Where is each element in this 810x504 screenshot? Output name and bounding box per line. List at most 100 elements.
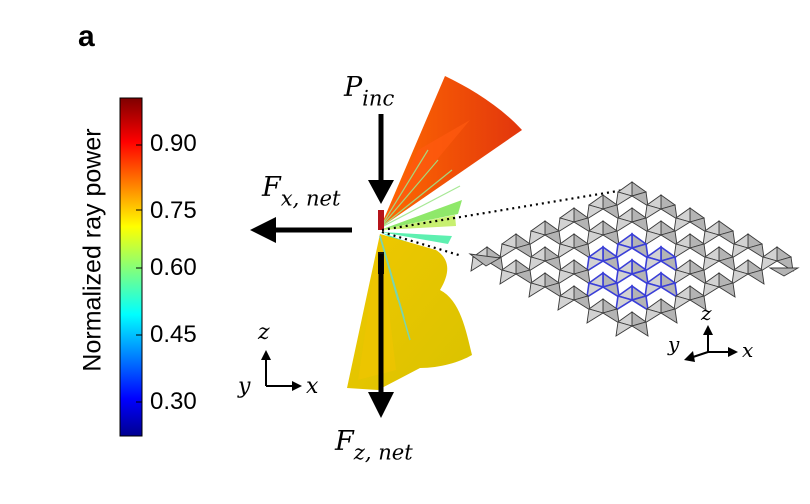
lattice-facet — [760, 256, 779, 272]
lattice-cell — [615, 311, 649, 337]
lattice-facet — [543, 282, 562, 298]
lattice-facet — [514, 243, 533, 259]
lattice-facet — [688, 295, 707, 311]
lattice-cell — [614, 232, 650, 260]
p-inc-symbol: P — [344, 72, 363, 103]
panel-label: a — [78, 20, 95, 53]
lattice-facet — [615, 217, 634, 233]
upper-ray-lobe — [379, 76, 522, 229]
metasurface-lattice — [468, 181, 800, 337]
lattice-facet — [601, 255, 621, 273]
lattice-facet — [586, 308, 605, 324]
lattice-cell — [673, 285, 707, 311]
lattice-facet — [572, 295, 591, 311]
lattice-cell — [614, 258, 650, 286]
lattice-facet — [717, 256, 736, 272]
lattice-facet — [688, 243, 707, 259]
lattice-facet — [643, 281, 663, 299]
lattice-facet — [717, 282, 736, 298]
left-axis-x: x — [306, 374, 319, 399]
lattice-facet — [572, 217, 591, 233]
lattice-facet — [543, 230, 562, 246]
lattice-cell — [731, 233, 765, 259]
lattice-facet — [659, 281, 679, 299]
lattice-flap — [468, 253, 502, 267]
lattice-cell — [760, 246, 794, 272]
lattice-cell — [644, 194, 678, 220]
lattice-cell — [499, 233, 533, 259]
lattice-cell — [673, 259, 707, 285]
lattice-facet — [688, 269, 707, 285]
lattice-facet — [614, 294, 634, 312]
lattice-cell — [702, 272, 736, 298]
lattice-facet — [659, 255, 679, 273]
lattice-facet — [659, 308, 678, 324]
p-inc-subscript: inc — [362, 85, 395, 111]
fz-net-symbol: F — [335, 426, 354, 457]
left-axis-z: z — [258, 320, 270, 345]
lattice-facet — [557, 217, 576, 233]
right-axes — [684, 325, 738, 362]
lattice-facet — [614, 242, 634, 260]
lattice-facet — [499, 269, 518, 285]
lattice-facet — [601, 230, 620, 246]
lattice-facet — [528, 230, 547, 246]
lattice-facet — [572, 243, 591, 259]
lattice-facet — [585, 255, 605, 273]
lattice-facet — [528, 256, 547, 272]
lattice-cell — [557, 233, 591, 259]
lattice-cell — [643, 245, 679, 273]
lattice-cell — [586, 220, 620, 246]
fz-net-label: Fz, net — [335, 428, 413, 463]
lattice-cell — [673, 207, 707, 233]
lattice-facet — [543, 256, 562, 272]
fx-net-label: Fx, net — [262, 174, 340, 209]
lattice-facet — [702, 230, 721, 246]
lattice-facet — [746, 243, 765, 259]
lattice-facet — [630, 268, 650, 286]
p-inc-label: Pinc — [344, 74, 394, 109]
lattice-facet — [775, 256, 794, 272]
lattice-cell — [585, 245, 621, 273]
lattice-facet — [659, 230, 678, 246]
lattice-cell — [644, 298, 678, 324]
lattice-facet — [702, 256, 721, 272]
lattice-facet — [702, 282, 721, 298]
lattice-facet — [731, 269, 750, 285]
colorbar-tick-label: 0.30 — [150, 388, 197, 415]
fx-net-subscript: x, net — [280, 185, 341, 211]
lattice-facet — [557, 243, 576, 259]
lattice-facet — [528, 282, 547, 298]
lattice-facet — [514, 269, 533, 285]
lattice-cell — [615, 181, 649, 207]
lattice-facet — [688, 217, 707, 233]
lattice-facet — [673, 295, 692, 311]
lattice-cell — [557, 285, 591, 311]
lattice-facet — [615, 321, 634, 337]
lattice-cell — [702, 246, 736, 272]
fx-net-arrow — [250, 217, 352, 243]
lattice-cell — [557, 259, 591, 285]
lattice-facet — [644, 204, 663, 220]
fz-net-arrow — [368, 254, 394, 418]
lattice-cell — [643, 271, 679, 299]
right-axis-x: x — [742, 338, 754, 362]
lattice-facet — [630, 321, 649, 337]
lattice-facet — [644, 230, 663, 246]
lattice-facet — [601, 308, 620, 324]
lattice-flap — [768, 267, 800, 277]
lower-ray-lobe — [347, 234, 472, 390]
fx-net-symbol: F — [262, 172, 281, 203]
left-axes — [261, 350, 302, 391]
lattice-facet — [499, 243, 518, 259]
lattice-cell — [585, 271, 621, 299]
lattice-facet — [731, 243, 750, 259]
lattice-facet — [673, 243, 692, 259]
lattice-facet — [673, 269, 692, 285]
lattice-facet — [557, 269, 576, 285]
lattice-cell — [557, 207, 591, 233]
lattice-facet — [659, 204, 678, 220]
lattice-facet — [586, 204, 605, 220]
lattice-facet — [630, 217, 649, 233]
